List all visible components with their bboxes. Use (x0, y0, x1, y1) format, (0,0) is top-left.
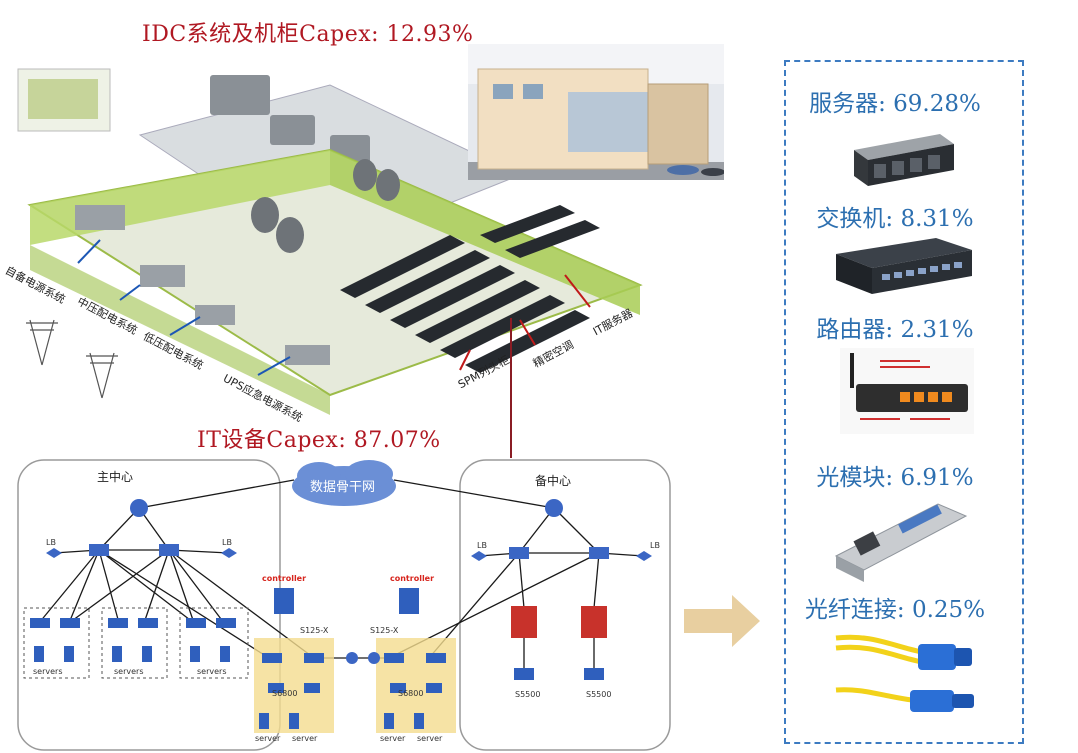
rack-row (505, 220, 600, 258)
it-capex-title: IT设备Capex: 87.07% (197, 428, 441, 453)
backup-center-panel (459, 459, 671, 751)
green-wall-right (330, 150, 640, 315)
network-topology (14, 458, 674, 753)
core-router-icon (545, 499, 563, 517)
server-group (101, 607, 168, 679)
core-router-icon (130, 499, 148, 517)
controller-server-icon (274, 588, 294, 614)
building-exterior (468, 44, 724, 180)
tank (276, 217, 304, 253)
ups-equipment (285, 345, 330, 365)
rack-row (390, 265, 515, 328)
label-s125x: S125-X (300, 626, 329, 635)
backbone-cloud-icon (292, 460, 396, 506)
network-switch-icon (836, 238, 972, 294)
link-node-icon (346, 652, 358, 664)
tank (376, 169, 400, 201)
label-lb: LB (46, 538, 56, 547)
link-node-icon (368, 652, 380, 664)
label-lb: LB (477, 541, 487, 550)
switch-icon (589, 547, 609, 559)
label-controller-main: controller (262, 574, 307, 583)
switch-icon (509, 547, 529, 559)
label-s6800: S6800 (398, 689, 424, 698)
label-controller-backup: controller (390, 574, 435, 583)
switchgear-equipment (140, 265, 185, 287)
server-group (179, 607, 249, 679)
component-optical-module-label: 光模块: 6.91% (816, 465, 974, 491)
rack-row (415, 280, 540, 343)
right-arrow-icon (684, 595, 760, 647)
label-server: server (380, 734, 406, 743)
firewall-icon (511, 606, 537, 638)
generator-equipment (75, 205, 125, 230)
power-tower-icon (26, 319, 58, 366)
component-router-label: 路由器: 2.31% (816, 317, 974, 343)
lb-icon (471, 551, 487, 561)
connector-line (510, 318, 512, 460)
label-servers: servers (197, 667, 227, 676)
rack-row (340, 235, 465, 298)
label-s5500: S5500 (515, 690, 541, 699)
rack-row (365, 250, 490, 313)
fiber-cable-icon (835, 634, 974, 712)
tank (251, 197, 279, 233)
rack-row (440, 295, 565, 358)
label-s5500: S5500 (586, 690, 612, 699)
rack-row (480, 205, 575, 243)
rack-row (465, 310, 590, 373)
label-server: server (417, 734, 443, 743)
lb-icon (221, 548, 237, 558)
switch-icon (89, 544, 109, 556)
switch-icon (159, 544, 179, 556)
datacenter-illustration (17, 68, 643, 415)
label-servers: servers (33, 667, 63, 676)
chiller-unit (210, 75, 270, 115)
server-group (23, 607, 90, 679)
label-server: server (255, 734, 281, 743)
component-breakdown-panel (784, 60, 1024, 744)
chiller-unit (270, 115, 315, 145)
label-backbone: 数据骨干网 (310, 480, 376, 495)
label-servers: servers (114, 667, 144, 676)
component-server-label: 服务器: 69.28% (809, 91, 981, 117)
power-tower-icon (86, 352, 118, 399)
label-lb: LB (650, 541, 660, 550)
firewall-icon (581, 606, 607, 638)
router-icon (840, 348, 974, 434)
idc-capex-title: IDC系统及机柜Capex: 12.93% (142, 22, 474, 47)
label-s125x: S125-X (370, 626, 399, 635)
lb-icon (636, 551, 652, 561)
controller-server-icon (399, 588, 419, 614)
label-main-center: 主中心 (97, 470, 134, 484)
lv-equipment (195, 305, 235, 325)
label-backup-center: 备中心 (535, 474, 572, 488)
optical-module-icon (834, 503, 968, 582)
label-server: server (292, 734, 318, 743)
component-fiber-label: 光纤连接: 0.25% (804, 597, 986, 623)
server-rack-icon (854, 134, 954, 186)
lb-icon (46, 548, 62, 558)
label-s6800: S6800 (272, 689, 298, 698)
component-switch-label: 交换机: 8.31% (816, 206, 974, 232)
tank (353, 159, 377, 191)
label-lb: LB (222, 538, 232, 547)
